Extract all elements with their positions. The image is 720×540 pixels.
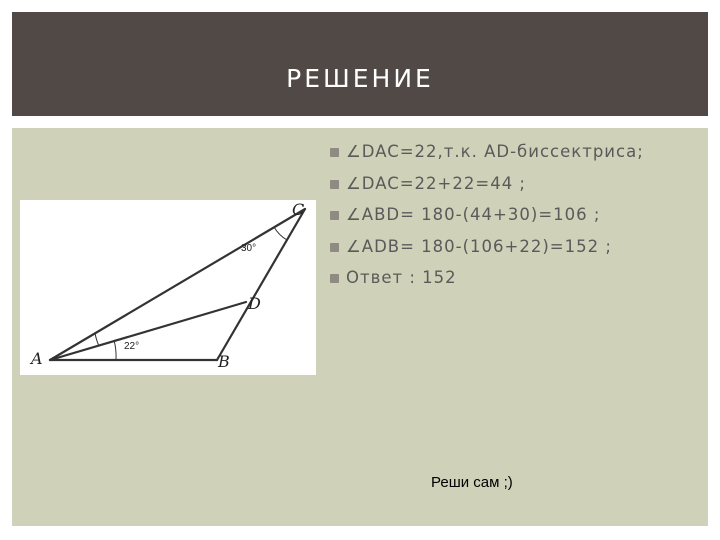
side-bc — [215, 207, 307, 362]
angle-arc-bad — [113, 339, 117, 361]
bisector-ad — [48, 300, 248, 362]
solution-steps: ∠DAC=22,т.к. AD-биссектриса; ∠DAC=22+22=… — [330, 136, 705, 294]
solution-step: Ответ : 152 — [330, 262, 705, 294]
solution-step: ∠DAC=22+22=44 ; — [330, 168, 705, 200]
angle-a-label: 22° — [124, 341, 139, 352]
step-text: Ответ : 152 — [346, 268, 457, 287]
angle-arc-c — [273, 226, 288, 241]
step-text: ∠ADB= 180-(106+22)=152 ; — [346, 236, 612, 256]
bullet-icon — [330, 274, 339, 283]
triangle-figure: A B C D 30° 22° — [20, 200, 316, 375]
angle-arc-dac — [94, 332, 100, 347]
step-text: ∠ABD= 180-(44+30)=106 ; — [346, 205, 601, 224]
bullet-icon — [330, 148, 339, 157]
point-a-label: A — [29, 349, 43, 368]
side-ac — [48, 207, 307, 362]
solution-step: ∠ABD= 180-(44+30)=106 ; — [330, 199, 705, 231]
step-text: ∠DAC=22,т.к. AD-биссектриса; — [346, 142, 644, 161]
solution-step: ∠ADB= 180-(106+22)=152 ; — [330, 231, 705, 263]
bullet-icon — [330, 242, 339, 252]
title-bar: РЕШЕНИЕ — [12, 12, 708, 116]
slide-title: РЕШЕНИЕ — [286, 64, 434, 93]
triangle-diagram: A B C D 30° 22° — [29, 200, 307, 371]
step-text: ∠DAC=22+22=44 ; — [346, 173, 526, 193]
point-c-label: C — [292, 200, 304, 219]
bullet-icon — [330, 179, 339, 189]
caption-text: Реши сам ;) — [431, 474, 513, 491]
angle-c-label: 30° — [241, 243, 256, 254]
point-b-label: B — [217, 352, 230, 371]
solution-step: ∠DAC=22,т.к. AD-биссектриса; — [330, 136, 705, 168]
point-d-label: D — [247, 294, 261, 313]
bullet-icon — [330, 211, 339, 220]
